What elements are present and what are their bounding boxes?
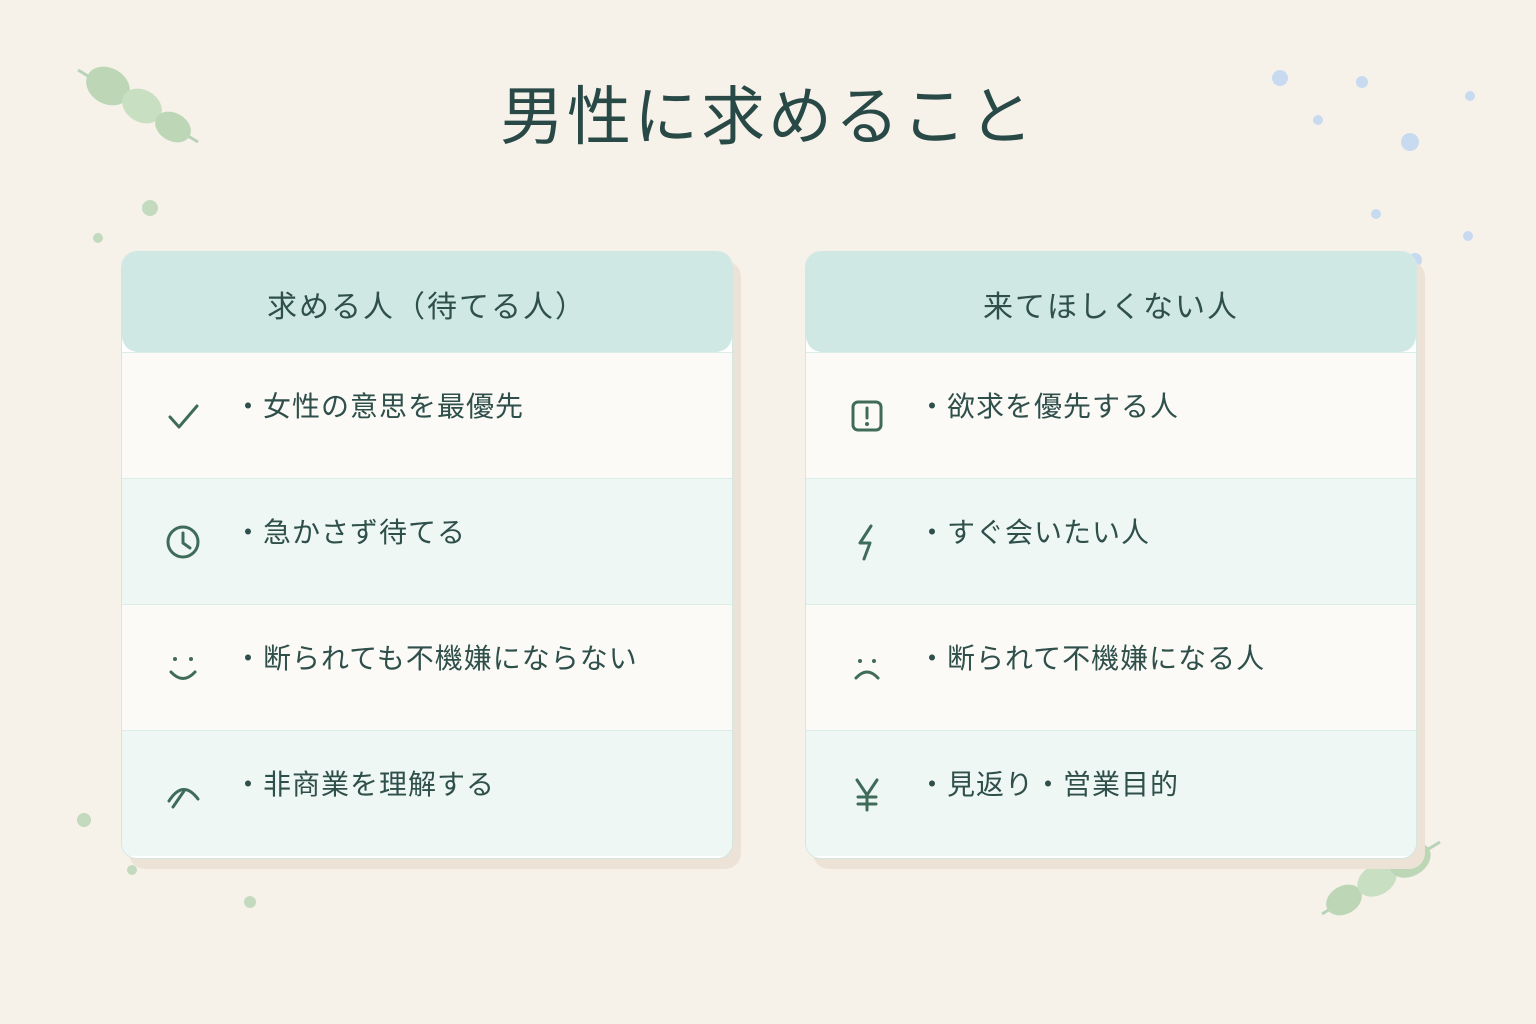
list-item-text: すぐ会いたい人 bbox=[918, 516, 1150, 550]
smile-icon bbox=[164, 649, 202, 687]
list-item: すぐ会いたい人 bbox=[806, 478, 1416, 604]
list-item: 急かさず待てる bbox=[122, 478, 732, 604]
list-item: 断られても不機嫌にならない bbox=[122, 604, 732, 730]
yen-icon bbox=[848, 775, 886, 813]
list-item-text: 見返り・営業目的 bbox=[918, 768, 1179, 802]
card-header-wanted: 求める人（待てる人） bbox=[122, 252, 732, 352]
list-item-text: 断られても不機嫌にならない bbox=[234, 642, 638, 676]
check-icon bbox=[164, 397, 202, 435]
list-item-text: 断られて不機嫌になる人 bbox=[918, 642, 1265, 676]
list-item: 欲求を優先する人 bbox=[806, 352, 1416, 478]
wanted-person-card: 求める人（待てる人） 女性の意思を最優先 急かさず待てる 断られても不機嫌になら… bbox=[121, 251, 733, 859]
list-item: 女性の意思を最優先 bbox=[122, 352, 732, 478]
card-header-unwanted: 来てほしくない人 bbox=[806, 252, 1416, 352]
unwanted-person-card: 来てほしくない人 欲求を優先する人 すぐ会いたい人 断られて不機嫌になる人 見返… bbox=[805, 251, 1417, 859]
wanted-list: 女性の意思を最優先 急かさず待てる 断られても不機嫌にならない 非商業を理解する bbox=[122, 352, 732, 856]
list-item: 非商業を理解する bbox=[122, 730, 732, 856]
clock-icon bbox=[164, 523, 202, 561]
page-title: 男性に求めること bbox=[500, 81, 1036, 155]
list-item: 断られて不機嫌になる人 bbox=[806, 604, 1416, 730]
list-item: 見返り・営業目的 bbox=[806, 730, 1416, 856]
frown-icon bbox=[848, 649, 886, 687]
lightning-icon bbox=[848, 523, 886, 561]
alert-icon bbox=[848, 397, 886, 435]
list-item-text: 非商業を理解する bbox=[234, 768, 495, 802]
list-item-text: 女性の意思を最優先 bbox=[234, 390, 524, 424]
list-item-text: 欲求を優先する人 bbox=[918, 390, 1179, 424]
unwanted-list: 欲求を優先する人 すぐ会いたい人 断られて不機嫌になる人 見返り・営業目的 bbox=[806, 352, 1416, 856]
list-item-text: 急かさず待てる bbox=[234, 516, 466, 550]
umbrella-icon bbox=[164, 775, 202, 813]
